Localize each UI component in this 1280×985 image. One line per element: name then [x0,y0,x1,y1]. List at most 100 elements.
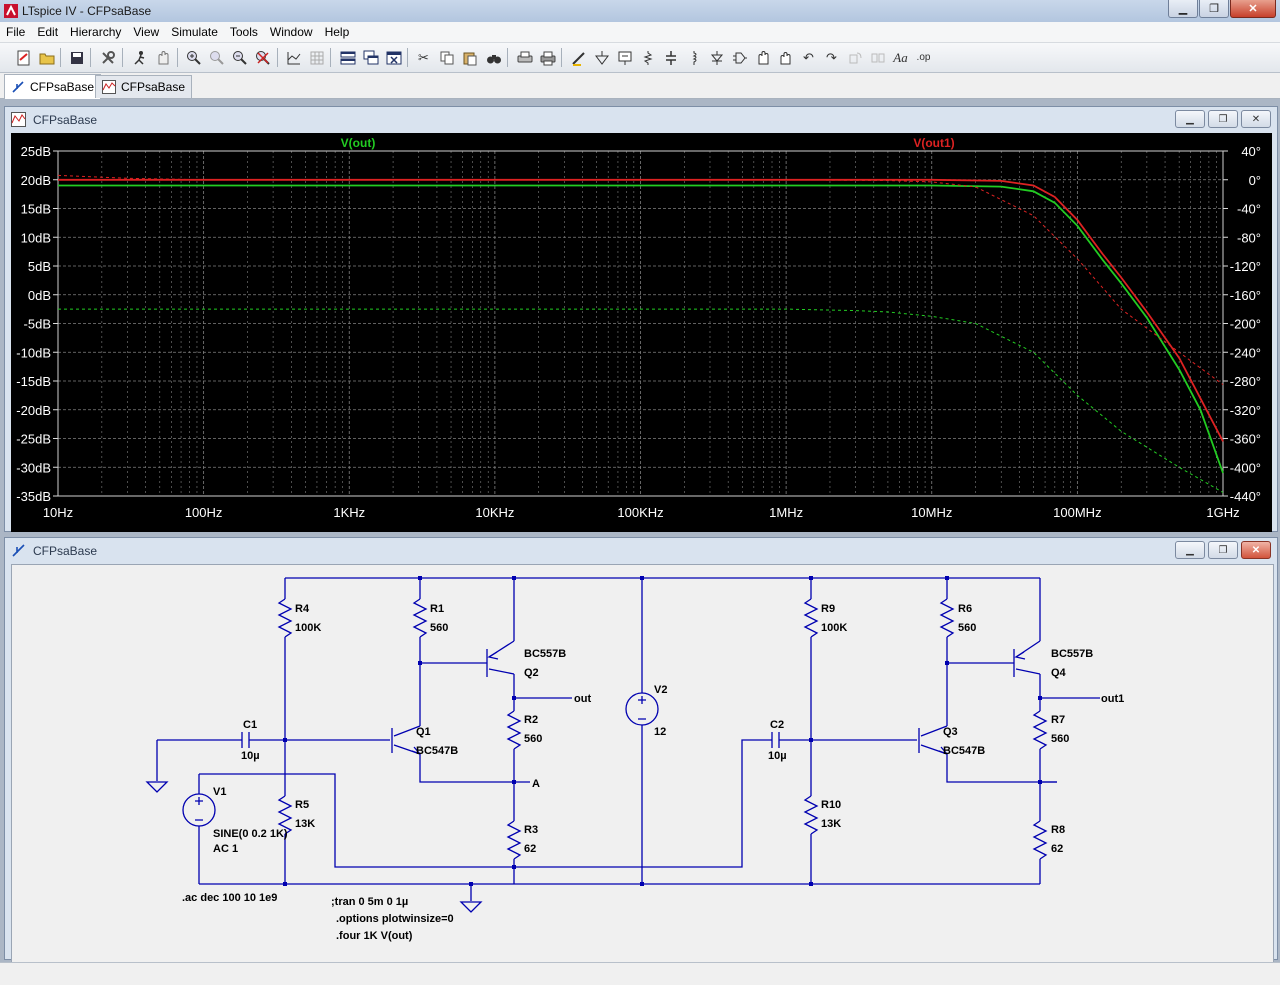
capacitor-icon[interactable] [661,48,680,67]
phase-trace [58,308,1224,493]
tile-horizontal-icon[interactable] [338,48,357,67]
wire-icon[interactable] [569,48,588,67]
schematic-minimize-button[interactable]: ▁ [1175,541,1205,559]
r6-value: 560 [958,622,976,634]
r10-value: 13K [821,818,841,830]
y-right-tick-label: -360° [1230,432,1261,447]
menu-tools[interactable]: Tools [229,25,258,39]
y-left-tick-label: -20dB [16,403,51,418]
menu-help[interactable]: Help [324,25,350,39]
schematic-canvas[interactable]: R4 100K R1 560 BC557B Q2 out R2 560 Q1 B… [11,564,1274,964]
close-window-icon[interactable] [384,48,403,67]
tab-waveform[interactable]: CFPsaBase [95,75,193,98]
diode-icon[interactable] [707,48,726,67]
r7-label: R7 [1051,714,1065,726]
find-icon[interactable] [484,48,503,67]
y-right-tick-label: -400° [1230,460,1261,475]
menu-edit[interactable]: Edit [37,25,59,39]
undo-icon[interactable]: ↶ [803,49,814,65]
y-left-tick-label: 5dB [28,259,51,274]
grid-icon[interactable] [307,48,326,67]
cut-icon[interactable]: ✂ [418,49,429,65]
c2-label: C2 [770,719,784,731]
q3-model: BC547B [943,745,985,757]
y-right-tick-label: -240° [1230,345,1261,360]
menu-window[interactable]: Window [269,25,313,39]
label-icon[interactable] [615,48,634,67]
y-right-tick-label: -200° [1230,317,1261,332]
plot-close-button[interactable]: ✕ [1241,110,1271,128]
v2-label: V2 [654,684,667,696]
r1-value: 560 [430,622,448,634]
close-button[interactable]: ✕ [1230,0,1276,18]
text-icon[interactable]: Aa [893,49,908,65]
resistor-icon[interactable] [638,48,657,67]
paste-icon[interactable] [460,48,479,67]
y-left-tick-label: -5dB [24,317,51,332]
plot-minimize-button[interactable]: ▁ [1175,110,1205,128]
menu-hierarchy[interactable]: Hierarchy [70,25,122,39]
print-preview-icon[interactable] [515,48,534,67]
zoom-out-icon[interactable] [207,48,226,67]
r9-label: R9 [821,603,835,615]
schematic-drawing[interactable]: R4 100K R1 560 BC557B Q2 out R2 560 Q1 B… [12,565,1273,963]
menu-view[interactable]: View [133,25,160,39]
control-panel-icon[interactable] [98,48,117,67]
mirror-icon[interactable] [868,48,887,67]
zoom-cancel-icon[interactable] [253,48,272,67]
schematic-icon [12,81,24,93]
open-icon[interactable] [37,48,56,67]
inductor-icon[interactable] [684,48,703,67]
rotate-icon[interactable] [845,48,864,67]
magnitude-trace [58,184,1224,474]
drag-icon[interactable] [776,48,795,67]
restore-button[interactable]: ❐ [1199,0,1229,18]
schematic-restore-button[interactable]: ❐ [1208,541,1238,559]
move-icon[interactable] [753,48,772,67]
y-right-tick-label: 0° [1249,173,1261,188]
legend-vout: V(out) [341,136,376,150]
tran-comment[interactable]: ;tran 0 5m 0 1µ [331,896,408,908]
x-tick-label: 1KHz [333,505,365,520]
menu-simulate[interactable]: Simulate [171,25,218,39]
four-directive[interactable]: .four 1K V(out) [336,930,413,942]
spice-directive-icon[interactable]: .op [916,52,931,63]
save-icon[interactable] [67,48,86,67]
r5-label: R5 [295,799,309,811]
plot-restore-button[interactable]: ❐ [1208,110,1238,128]
halt-icon[interactable] [153,48,172,67]
options-directive[interactable]: .options plotwinsize=0 [336,913,454,925]
run-icon[interactable] [130,48,149,67]
tab-schematic[interactable]: CFPsaBase [4,74,102,99]
ltspice-logo-icon [4,4,18,18]
autorange-icon[interactable] [284,48,303,67]
print-icon[interactable] [538,48,557,67]
menu-file[interactable]: File [6,25,26,39]
v1-value: SINE(0 0.2 1K) [213,828,288,840]
minimize-button[interactable]: ▁ [1168,0,1198,18]
y-right-tick-label: -280° [1230,374,1261,389]
x-tick-label: 1GHz [1206,505,1239,520]
y-left-tick-label: 15dB [21,202,51,217]
plot-window-caption: CFPsaBase ▁ ❐ ✕ [5,107,1277,131]
component-icon[interactable] [730,48,749,67]
redo-icon[interactable]: ↷ [826,49,837,65]
q2-model: BC557B [524,648,566,660]
zoom-in-icon[interactable] [184,48,203,67]
r2-label: R2 [524,714,538,726]
new-schematic-icon[interactable] [14,48,33,67]
copy-icon[interactable] [437,48,456,67]
ac-directive[interactable]: .ac dec 100 10 1e9 [182,892,277,904]
v1-label: V1 [213,786,226,798]
y-left-tick-label: -10dB [16,345,51,360]
plot-frame [57,150,1224,497]
plot-window-title: CFPsaBase [33,113,98,127]
q1-model: BC547B [416,745,458,757]
schematic-close-button[interactable]: ✕ [1241,541,1271,559]
c2-value: 10µ [768,750,787,762]
cascade-icon[interactable] [361,48,380,67]
ground-icon[interactable] [592,48,611,67]
zoom-fit-icon[interactable] [230,48,249,67]
